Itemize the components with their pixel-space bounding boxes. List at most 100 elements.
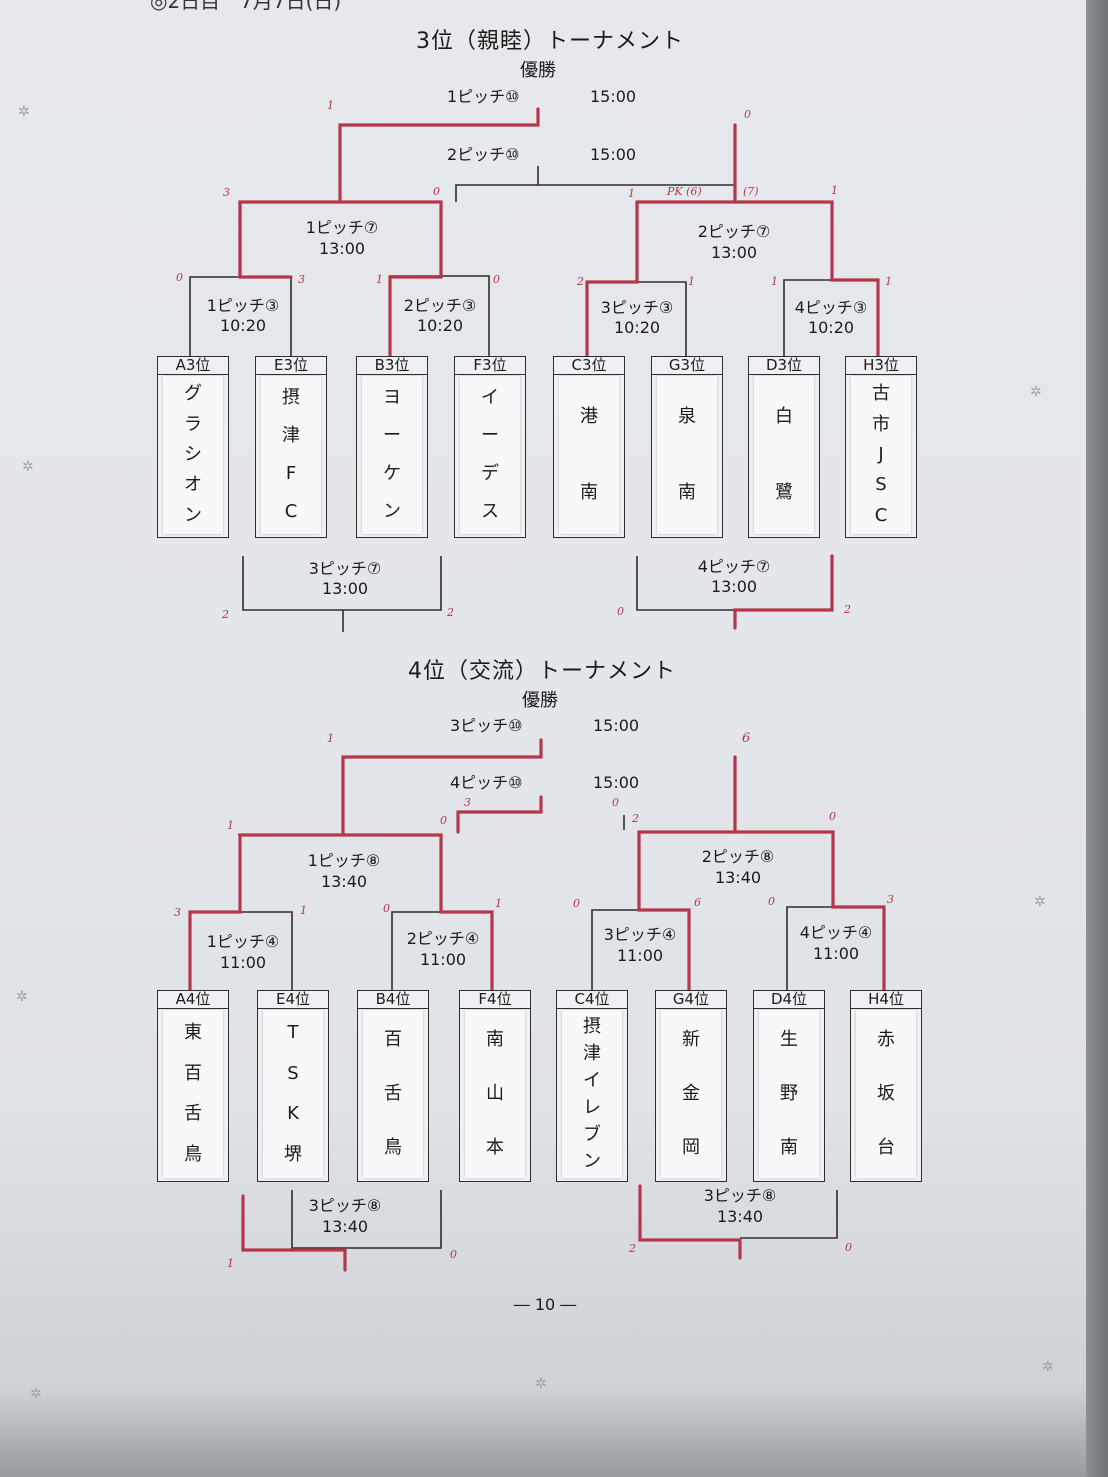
team-name-char: 南 [678, 482, 696, 503]
pin-icon: ✲ [1030, 384, 1042, 400]
match-time: 15:00 [590, 87, 637, 106]
team-name-slip [261, 376, 321, 534]
match-time: 10:20 [219, 316, 267, 335]
team-name-char: ラ [184, 413, 202, 435]
team-name-char: T [287, 1022, 299, 1044]
match-pitch: 2ピッチ⑩ [447, 145, 520, 164]
champion-label: 優勝 [522, 690, 558, 711]
score-mark: 2 [844, 603, 851, 616]
team-name-char: 南 [486, 1029, 504, 1050]
team-name-char: 市 [872, 413, 890, 435]
pin-icon: ✲ [18, 104, 30, 120]
score-mark: 0 [617, 605, 624, 618]
match-pitch: 4ピッチ③ [794, 298, 868, 317]
team-slot-label: A3位 [158, 357, 228, 375]
team-name-char: 摂 [282, 387, 300, 408]
match-time: 13:00 [710, 243, 758, 262]
team-name-char: グ [184, 383, 202, 405]
match-time: 10:20 [416, 316, 464, 335]
match-pitch: 3ピッチ⑧ [703, 1186, 777, 1205]
match-pitch: 3ピッチ③ [600, 298, 674, 317]
team-name-slip [163, 1010, 223, 1178]
team-slot-label: A4位 [158, 991, 228, 1009]
team-slot-label: D4位 [754, 991, 824, 1009]
score-mark: 0 [573, 897, 580, 910]
match-pitch: 4ピッチ⑦ [697, 557, 771, 576]
team-slot-label: H3位 [846, 357, 916, 375]
pin-icon: ✲ [1042, 1359, 1054, 1375]
match-time: 13:40 [714, 868, 762, 887]
score-mark: 2 [632, 812, 639, 825]
team-name-char: 山 [486, 1083, 504, 1104]
score-mark: 2 [447, 606, 454, 619]
score-mark: 1 [688, 275, 695, 288]
match-time: 11:00 [419, 950, 467, 969]
team-slot-label: C3位 [554, 357, 624, 375]
pin-icon: ✲ [16, 989, 28, 1005]
match-time: 13:00 [321, 579, 369, 598]
team-name-slip [163, 376, 223, 534]
team-slot-label: F4位 [460, 991, 530, 1009]
score-mark: 0 [493, 273, 500, 286]
score-mark: 0 [768, 895, 775, 908]
team-name-char: F [285, 463, 297, 484]
match-time: 15:00 [593, 716, 640, 735]
score-mark: 0 [383, 902, 390, 915]
match-pitch: 2ピッチ⑧ [701, 847, 775, 866]
team-name-char: 古 [872, 383, 890, 405]
team-slot-label: F3位 [455, 357, 525, 375]
team-slot-label: D3位 [749, 357, 819, 375]
team-name-char: イ [583, 1069, 601, 1091]
team-name-slip [363, 1010, 423, 1178]
team-name-char: 赤 [877, 1029, 895, 1050]
score-mark: 1 [771, 275, 778, 288]
match-time: 13:40 [320, 872, 368, 891]
team-name-char: 鳥 [184, 1143, 202, 1165]
match-pitch: 1ピッチ⑦ [305, 218, 379, 237]
team-name-char: ー [481, 425, 499, 446]
team-card: F4位南山本 [459, 990, 531, 1182]
team-name-slip [362, 376, 422, 534]
score-mark: 1 [495, 897, 502, 910]
match-pitch: 3ピッチ⑦ [308, 559, 382, 578]
team-name-char: S [287, 1062, 299, 1084]
match-pitch: 1ピッチ⑧ [307, 851, 381, 870]
score-mark: 0 [744, 108, 751, 121]
team-name-char: デ [481, 463, 499, 484]
match-pitch: 2ピッチ④ [406, 929, 480, 948]
team-name-char: 野 [780, 1083, 798, 1104]
team-name-slip [263, 1010, 323, 1178]
team-slot-label: G4位 [656, 991, 726, 1009]
match-pitch: 1ピッチ③ [206, 296, 280, 315]
team-name-char: 鳥 [384, 1137, 402, 1158]
team-name-slip [460, 376, 520, 534]
team-name-char: 南 [580, 482, 598, 503]
team-card: B4位百舌鳥 [357, 990, 429, 1182]
team-name-char: C [284, 501, 298, 522]
team-name-char: 東 [184, 1022, 202, 1044]
team-name-slip [851, 376, 911, 534]
score-mark: 1 [327, 732, 334, 745]
team-card: F3位イーデス [454, 356, 526, 538]
team-name-char: ケ [383, 463, 401, 484]
team-slot-label: E4位 [258, 991, 328, 1009]
match-pitch: 1ピッチ④ [206, 932, 280, 951]
team-name-char: ン [184, 504, 202, 526]
match-time: 13:40 [321, 1217, 369, 1236]
pk-note: (7) [743, 185, 759, 198]
team-name-char: 白 [775, 406, 793, 427]
team-name-slip [465, 1010, 525, 1178]
score-mark: 1 [300, 904, 307, 917]
score-mark: 0 [433, 185, 440, 198]
team-card: D4位生野南 [753, 990, 825, 1182]
team-name-slip [856, 1010, 916, 1178]
match-pitch: 2ピッチ⑦ [697, 222, 771, 241]
match-pitch: 4ピッチ⑩ [450, 773, 523, 792]
team-name-char: 津 [282, 425, 300, 446]
champion-label: 優勝 [520, 60, 556, 81]
score-mark: 0 [845, 1241, 852, 1254]
